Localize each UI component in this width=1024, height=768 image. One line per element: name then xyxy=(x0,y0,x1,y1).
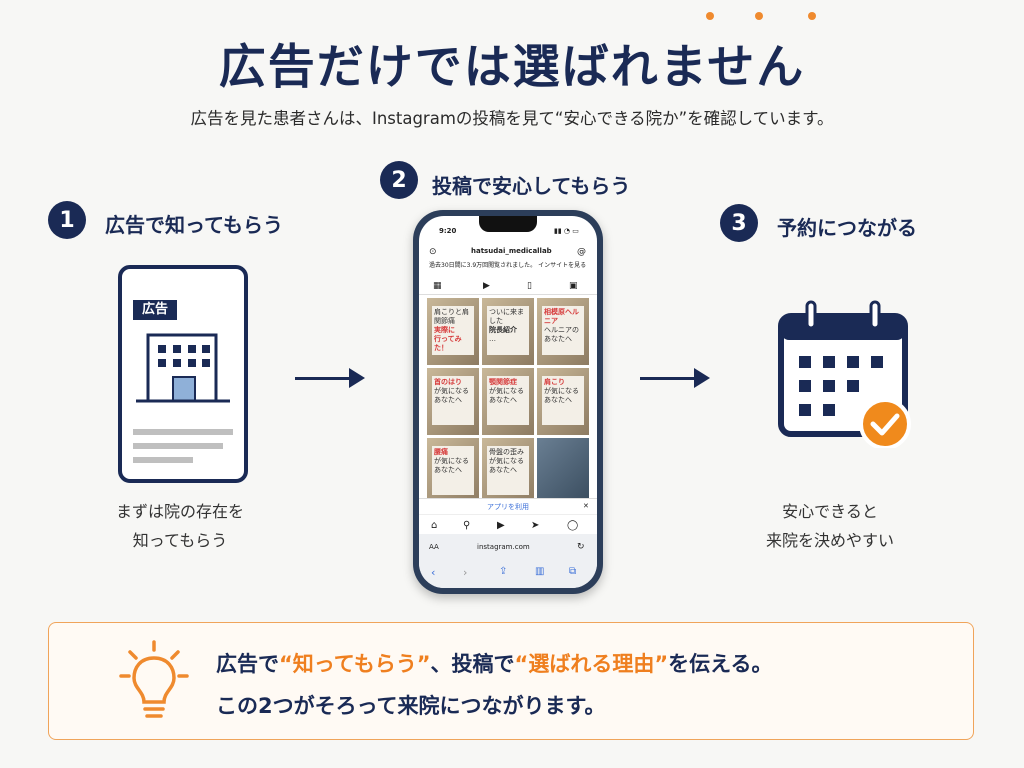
reels-icon[interactable]: ▶ xyxy=(497,520,505,531)
threads-icon[interactable]: ⊙ xyxy=(429,247,437,257)
page-subtitle: 広告を見た患者さんは、Instagramの投稿を見て“安心できる院か”を確認して… xyxy=(190,109,834,128)
summary-line-1: 広告で“知ってもらう”、投稿で“選ばれる理由”を伝える。 xyxy=(216,652,773,676)
instagram-screen: 9:20 ▮▮ ◔ ▭ ⊙ hatsudai_medicallab @ 過去30… xyxy=(419,216,597,588)
step-3-number: 3 xyxy=(720,204,758,242)
step-1-caption-line2: 知ってもらう xyxy=(132,531,228,550)
ad-card-icon xyxy=(118,265,248,483)
lightbulb-icon xyxy=(119,640,189,718)
post-tile[interactable]: 骨盤の歪みが気になるあなたへ xyxy=(482,438,534,505)
step-2-label: 投稿で安心してもらう xyxy=(432,174,631,198)
step-1-caption: まずは院の存在を 知ってもらう xyxy=(80,497,280,555)
close-icon[interactable]: ✕ xyxy=(583,502,589,510)
open-app-link[interactable]: アプリを利用 xyxy=(487,503,529,511)
profile-avatar-icon[interactable]: ◯ xyxy=(567,520,579,531)
threads-logo-icon[interactable]: @ xyxy=(577,247,586,257)
text-size-button[interactable]: AA xyxy=(429,543,439,551)
ig-bottom-nav: ⌂ ⚲ ▶ ➤ ◯ xyxy=(419,514,597,535)
post-tile[interactable]: 腰痛が気になるあなたへ xyxy=(427,438,479,505)
step-2-number: 2 xyxy=(380,161,418,199)
post-tile-photo[interactable] xyxy=(537,438,589,505)
arrow-right-icon xyxy=(295,368,365,390)
send-icon[interactable]: ➤ xyxy=(531,520,540,531)
calendar-check-icon xyxy=(778,300,911,448)
tagged-tab-icon[interactable]: ▣ xyxy=(569,281,578,291)
post-tile[interactable]: 首のはりが気になるあなたへ xyxy=(427,368,479,435)
bookmarks-icon[interactable]: ▥ xyxy=(535,566,545,577)
home-icon[interactable]: ⌂ xyxy=(431,520,438,531)
post-tile[interactable]: 相模原ヘルニアヘルニアのあなたへ xyxy=(537,298,589,365)
ad-badge-label: 広告 xyxy=(141,302,168,317)
reload-icon[interactable]: ↻ xyxy=(577,542,585,552)
status-icons: ▮▮ ◔ ▭ xyxy=(554,227,579,235)
status-time: 9:20 xyxy=(439,227,457,235)
reels-tab-icon[interactable]: ▶ xyxy=(483,281,490,291)
tabs-icon[interactable]: ⧉ xyxy=(569,566,577,577)
post-grid: 肩こりと肩関節痛実際に行ってみた！ ついに来ました院長紹介… 相模原ヘルニアヘル… xyxy=(427,298,589,505)
post-tile[interactable]: 顎関節症が気になるあなたへ xyxy=(482,368,534,435)
summary-line-2: この2つがそろって来院につながります。 xyxy=(216,694,606,718)
step-3-label: 予約につながる xyxy=(777,216,917,240)
step-1-number: 1 xyxy=(48,201,86,239)
saved-tab-icon[interactable]: ▯ xyxy=(527,281,532,291)
open-app-bar: アプリを利用 ✕ xyxy=(419,498,597,515)
back-icon[interactable]: ‹ xyxy=(431,566,436,579)
post-tile[interactable]: 肩こりが気になるあなたへ xyxy=(537,368,589,435)
step-3-caption-line2: 来院を決めやすい xyxy=(765,531,894,550)
title-accent-dots xyxy=(700,12,820,26)
summary-box xyxy=(48,622,974,740)
profile-username[interactable]: hatsudai_medicallab xyxy=(471,247,552,255)
step-3-caption-line1: 安心できると xyxy=(782,502,878,521)
arrow-right-icon xyxy=(640,368,710,390)
safari-bar: AA instagram.com ↻ ‹ › ⇪ ▥ ⧉ xyxy=(419,534,597,588)
step-3-caption: 安心できると 来院を決めやすい xyxy=(740,497,920,555)
post-tile[interactable]: ついに来ました院長紹介… xyxy=(482,298,534,365)
step-1-label: 広告で知ってもらう xyxy=(105,213,283,237)
step-1-caption-line1: まずは院の存在を xyxy=(115,502,244,521)
search-icon[interactable]: ⚲ xyxy=(463,520,471,531)
grid-tab-icon[interactable]: ▦ xyxy=(433,281,442,291)
url-field[interactable]: instagram.com xyxy=(477,543,530,551)
page-title: 広告だけでは選ばれません xyxy=(218,40,806,95)
share-icon[interactable]: ⇪ xyxy=(499,566,508,577)
forward-icon[interactable]: › xyxy=(463,566,468,579)
profile-bio: 過去30日間に3.9万回閲覧されました。 インサイトを見る xyxy=(429,262,587,269)
post-tile[interactable]: 肩こりと肩関節痛実際に行ってみた！ xyxy=(427,298,479,365)
smartphone: 9:20 ▮▮ ◔ ▭ ⊙ hatsudai_medicallab @ 過去30… xyxy=(413,210,603,594)
profile-tabs: ▦ ▶ ▯ ▣ xyxy=(419,278,597,295)
